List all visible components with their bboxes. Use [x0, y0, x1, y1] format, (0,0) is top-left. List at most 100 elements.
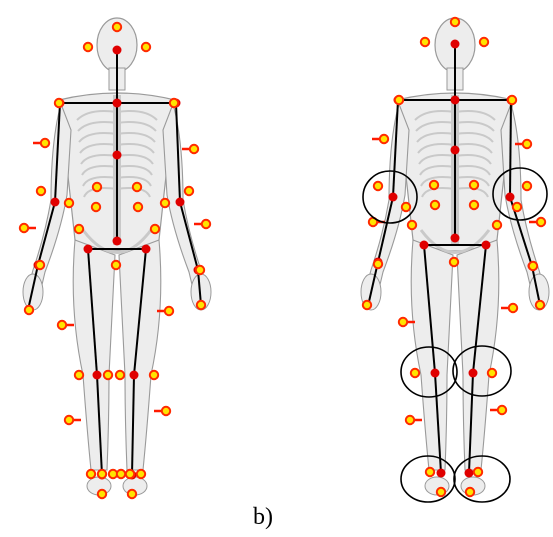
marker — [98, 470, 106, 478]
joint-lhip — [84, 245, 93, 254]
marker — [430, 181, 438, 189]
marker — [98, 490, 106, 498]
marker — [523, 182, 531, 190]
marker — [75, 371, 83, 379]
marker — [196, 266, 204, 274]
marker — [170, 99, 178, 107]
marker — [474, 468, 482, 476]
joint-pelvis — [451, 234, 460, 243]
joint-rkn — [469, 369, 478, 378]
marker — [395, 96, 403, 104]
marker — [150, 371, 158, 379]
marker — [374, 182, 382, 190]
marker — [116, 371, 124, 379]
marker — [374, 260, 382, 268]
marker — [190, 145, 198, 153]
marker — [451, 18, 459, 26]
joint-head — [113, 46, 122, 55]
marker — [55, 99, 63, 107]
marker — [142, 43, 150, 51]
marker — [137, 470, 145, 478]
marker — [75, 225, 83, 233]
marker — [128, 490, 136, 498]
marker — [197, 301, 205, 309]
figure-caption: b) — [253, 504, 273, 531]
joint-lhip — [420, 241, 429, 250]
marker — [65, 199, 73, 207]
marker — [104, 371, 112, 379]
marker — [406, 416, 414, 424]
joint-rel — [176, 198, 185, 207]
marker — [202, 220, 210, 228]
marker — [133, 183, 141, 191]
marker — [537, 218, 545, 226]
marker — [165, 307, 173, 315]
marker — [93, 183, 101, 191]
marker — [185, 187, 193, 195]
marker — [113, 23, 121, 31]
marker — [466, 488, 474, 496]
marker — [450, 258, 458, 266]
right-leg — [457, 240, 499, 470]
marker — [363, 301, 371, 309]
marker — [25, 306, 33, 314]
joint-neck — [451, 96, 460, 105]
marker — [162, 407, 170, 415]
marker — [20, 224, 28, 232]
joint-rkn — [130, 371, 139, 380]
marker — [508, 96, 516, 104]
marker — [399, 318, 407, 326]
marker — [65, 416, 73, 424]
marker — [498, 406, 506, 414]
marker — [151, 225, 159, 233]
marker — [493, 221, 501, 229]
marker — [529, 262, 537, 270]
upper-arm-segment — [510, 100, 511, 197]
marker — [488, 369, 496, 377]
marker — [513, 203, 521, 211]
marker — [161, 199, 169, 207]
joint-rhip — [482, 241, 491, 250]
joint-rhip — [142, 245, 151, 254]
marker — [36, 261, 44, 269]
marker — [41, 139, 49, 147]
joint-lkn — [431, 369, 440, 378]
marker — [126, 470, 134, 478]
marker — [411, 369, 419, 377]
left-leg — [73, 240, 115, 470]
marker — [402, 203, 410, 211]
marker — [58, 321, 66, 329]
marker — [87, 470, 95, 478]
joint-lel — [389, 193, 398, 202]
marker — [480, 38, 488, 46]
joint-neck — [113, 99, 122, 108]
marker — [431, 201, 439, 209]
joint-chest — [113, 151, 122, 160]
joint-lkn — [93, 371, 102, 380]
marker — [437, 488, 445, 496]
marker — [470, 181, 478, 189]
marker — [117, 470, 125, 478]
joint-rel — [506, 193, 515, 202]
marker — [84, 43, 92, 51]
marker — [523, 140, 531, 148]
marker — [426, 468, 434, 476]
marker — [536, 301, 544, 309]
right-leg — [119, 240, 161, 470]
joint-head — [451, 40, 460, 49]
marker — [470, 201, 478, 209]
marker — [92, 203, 100, 211]
marker — [509, 304, 517, 312]
joint-chest — [451, 146, 460, 155]
marker — [37, 187, 45, 195]
marker — [380, 135, 388, 143]
left-leg — [411, 240, 453, 470]
marker — [421, 38, 429, 46]
marker — [134, 203, 142, 211]
joint-lel — [51, 198, 60, 207]
joint-ran — [465, 469, 474, 478]
marker — [408, 221, 416, 229]
marker — [112, 261, 120, 269]
joint-pelvis — [113, 237, 122, 246]
